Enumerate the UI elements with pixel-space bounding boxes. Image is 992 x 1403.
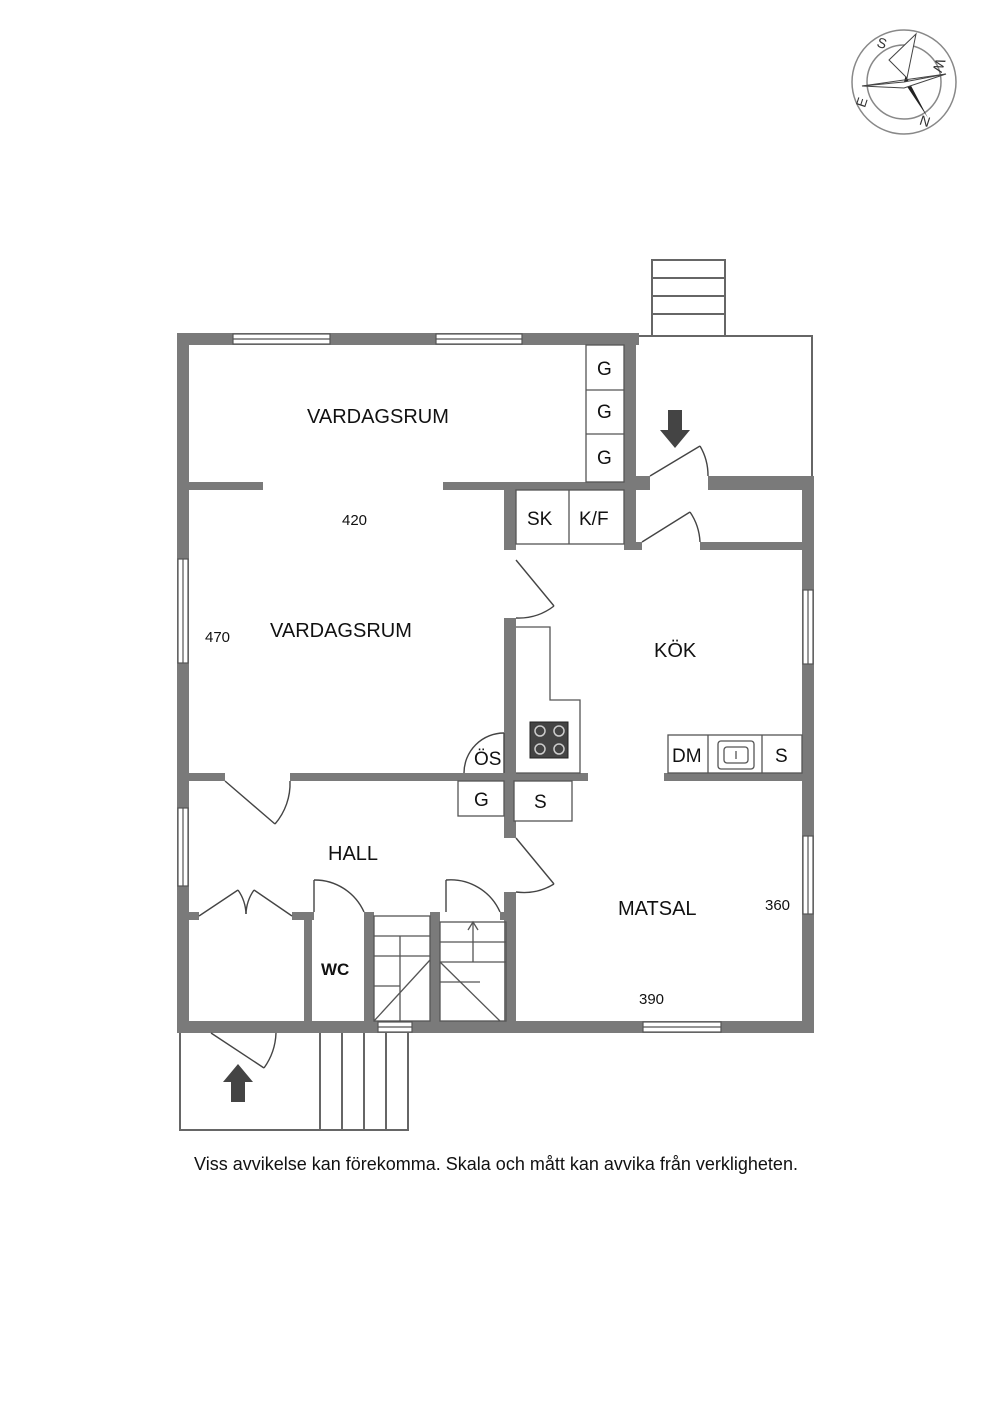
dimension-matsal-width: 390 — [639, 991, 664, 1008]
fixture-label-s-kitchen: S — [775, 746, 788, 767]
dimension-vardagsrum-depth: 470 — [205, 629, 230, 646]
compass-label-e: E — [853, 95, 871, 109]
walls — [177, 333, 814, 1033]
sink-icon — [717, 740, 755, 770]
fixture-label-sk: SK — [527, 509, 553, 530]
fixture-label-dm: DM — [672, 746, 702, 767]
exterior-lines — [179, 259, 813, 1131]
compass-label-w: W — [929, 57, 949, 75]
dimension-vardagsrum-width: 420 — [342, 512, 367, 529]
compass-label-n: N — [918, 112, 933, 130]
compass-rose: S W E N — [851, 29, 957, 135]
stairs — [373, 915, 507, 1022]
disclaimer-text: Viss avvikelse kan förekomma. Skala och … — [194, 1154, 798, 1174]
room-label-wc: WC — [321, 960, 349, 979]
room-label-vardagsrum-lower: VARDAGSRUM — [270, 620, 412, 642]
fixture-label-g: G — [597, 448, 612, 469]
windows — [177, 333, 814, 1033]
room-label-matsal: MATSAL — [618, 898, 697, 920]
fixture-label-g: G — [597, 359, 612, 380]
room-label-hall: HALL — [328, 843, 378, 865]
compass-needle-icon — [861, 32, 947, 118]
fixture-label-s-hall: S — [534, 792, 547, 813]
room-label-kok: KÖK — [654, 640, 697, 662]
fixture-label-os: ÖS — [474, 749, 501, 770]
fixture-label-kf: K/F — [579, 509, 609, 530]
room-label-vardagsrum-upper: VARDAGSRUM — [307, 406, 449, 428]
stove-icon — [529, 721, 569, 759]
doors — [198, 445, 709, 1069]
entry-arrow-icon — [223, 410, 690, 1102]
fixture-label-g: G — [597, 402, 612, 423]
dimension-matsal-depth: 360 — [765, 897, 790, 914]
fixture-label-g-hall: G — [474, 790, 489, 811]
